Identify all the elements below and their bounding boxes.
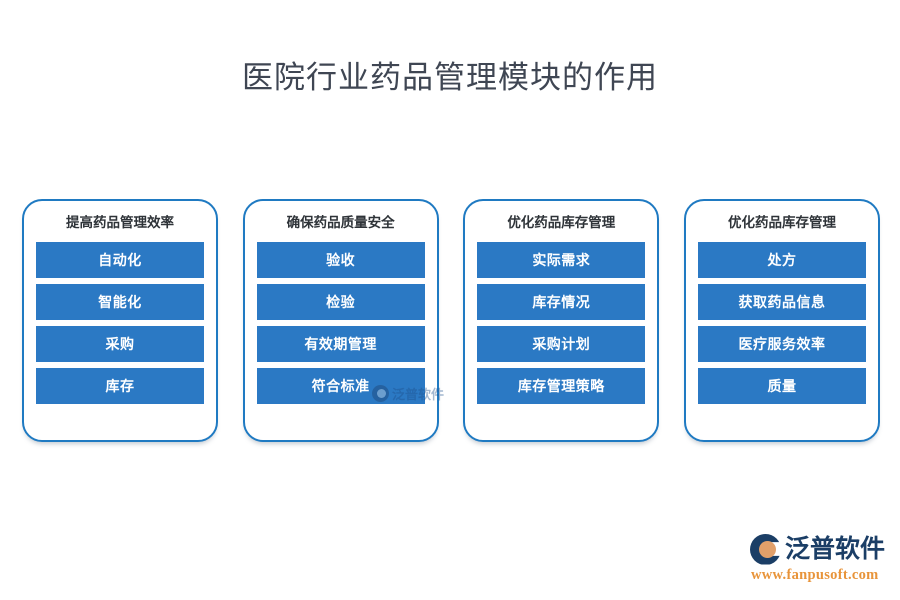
card-3-item-3[interactable]: 采购计划: [477, 326, 646, 362]
card-3-header: 优化药品库存管理: [507, 215, 616, 230]
card-3-items: 实际需求 库存情况 采购计划 库存管理策略: [477, 242, 646, 404]
card-1-item-3[interactable]: 采购: [36, 326, 204, 362]
card-1[interactable]: 提高药品管理效率 自动化 智能化 采购 库存: [22, 199, 218, 442]
card-4-item-2[interactable]: 获取药品信息: [697, 284, 866, 320]
card-2-items: 验收 检验 有效期管理 符合标准: [256, 242, 425, 404]
card-4-items: 处方 获取药品信息 医疗服务效率 质量: [697, 242, 866, 404]
card-1-item-2[interactable]: 智能化: [36, 284, 204, 320]
card-4-item-3[interactable]: 医疗服务效率: [697, 326, 866, 362]
card-4-header: 优化药品库存管理: [727, 215, 836, 230]
card-1-item-1[interactable]: 自动化: [36, 242, 204, 278]
card-1-item-4[interactable]: 库存: [36, 368, 204, 404]
card-2-item-2[interactable]: 检验: [256, 284, 425, 320]
card-2-item-1[interactable]: 验收: [256, 242, 425, 278]
card-4-item-1[interactable]: 处方: [697, 242, 866, 278]
page-title: 医院行业药品管理模块的作用: [242, 60, 658, 95]
card-2-item-3[interactable]: 有效期管理: [256, 326, 425, 362]
card-row: 提高药品管理效率 自动化 智能化 采购 库存 确保药品质量安全 验收 检验 有效…: [22, 199, 880, 443]
card-2-header: 确保药品质量安全: [286, 215, 395, 230]
card-1-header: 提高药品管理效率: [66, 215, 174, 230]
card-4-item-4[interactable]: 质量: [697, 368, 866, 404]
card-3-item-2[interactable]: 库存情况: [477, 284, 646, 320]
fanpu-logo-icon: [750, 533, 781, 565]
card-3-item-1[interactable]: 实际需求: [477, 242, 646, 278]
card-3[interactable]: 优化药品库存管理 实际需求 库存情况 采购计划 库存管理策略: [463, 199, 660, 442]
brand-url: www.fanpusoft.com: [751, 567, 879, 583]
brand-name: 泛普软件: [785, 534, 886, 563]
card-2[interactable]: 确保药品质量安全 验收 检验 有效期管理 符合标准: [242, 199, 439, 442]
card-4[interactable]: 优化药品库存管理 处方 获取药品信息 医疗服务效率 质量: [683, 199, 880, 442]
card-3-item-4[interactable]: 库存管理策略: [477, 368, 646, 404]
card-1-items: 自动化 智能化 采购 库存: [36, 242, 204, 404]
brand-logo-top: 泛普软件: [750, 532, 886, 566]
brand-logo: 泛普软件 www.fanpusoft.com: [750, 532, 886, 586]
card-2-item-4[interactable]: 符合标准: [256, 368, 425, 404]
